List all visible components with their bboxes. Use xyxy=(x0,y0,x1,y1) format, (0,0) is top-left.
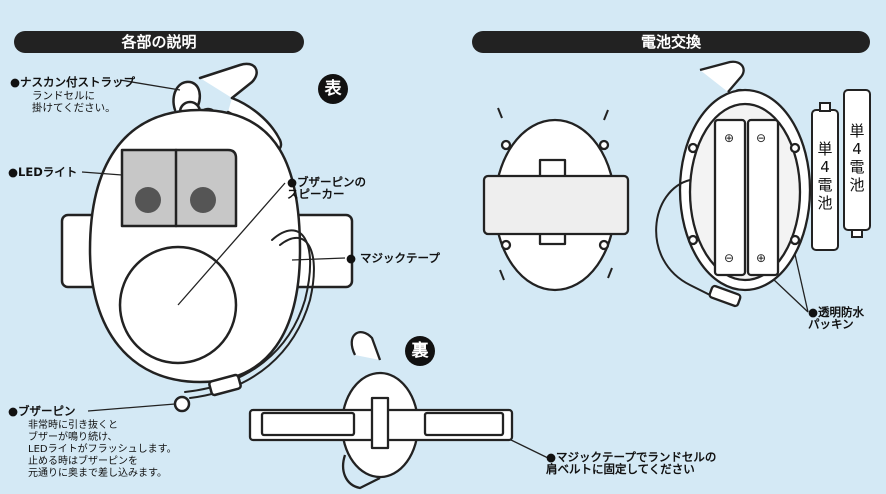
header-battery: 電池交換 xyxy=(472,31,870,53)
badge-back: 裏 xyxy=(405,336,435,366)
label-led: ●LEDライト xyxy=(8,165,78,179)
badge-front: 表 xyxy=(318,74,348,104)
svg-text:⊕: ⊕ xyxy=(724,131,734,145)
polarity-marks: ⊕ ⊖ ⊖ ⊕ xyxy=(724,131,766,265)
label-velcro-fix: ●マジックテープでランドセルの 肩ベルトに固定してください xyxy=(546,450,717,476)
open-device xyxy=(655,60,812,308)
label-packing: ●透明防水 パッキン xyxy=(808,305,865,331)
battery-cover-back xyxy=(482,118,630,292)
label-buzzer-pin-title: ●ブザーピン xyxy=(8,404,76,418)
led-panel xyxy=(120,148,238,228)
aaa-batteries xyxy=(811,89,871,251)
led-lens-left xyxy=(135,187,161,213)
header-parts: 各部の説明 xyxy=(14,31,304,53)
battery-label-1: 単4電池 xyxy=(817,140,833,212)
svg-text:⊖: ⊖ xyxy=(756,131,766,145)
svg-text:⊕: ⊕ xyxy=(756,251,766,265)
screws xyxy=(497,107,613,281)
label-velcro: ● マジックテープ xyxy=(346,251,440,265)
battery-label-2: 単4電池 xyxy=(849,122,865,194)
label-buzzer-pin-desc: 非常時に引き抜くと ブザーが鳴り続け、 LEDライトがフラッシュします。 止める… xyxy=(28,420,177,479)
svg-text:⊖: ⊖ xyxy=(724,251,734,265)
led-lens-right xyxy=(190,187,216,213)
label-speaker: ●ブザーピンの スピーカー xyxy=(287,175,367,201)
label-strap-title: ●ナスカン付ストラップ xyxy=(10,75,136,89)
label-strap-desc: ランドセルに 掛けてください。 xyxy=(32,90,116,114)
